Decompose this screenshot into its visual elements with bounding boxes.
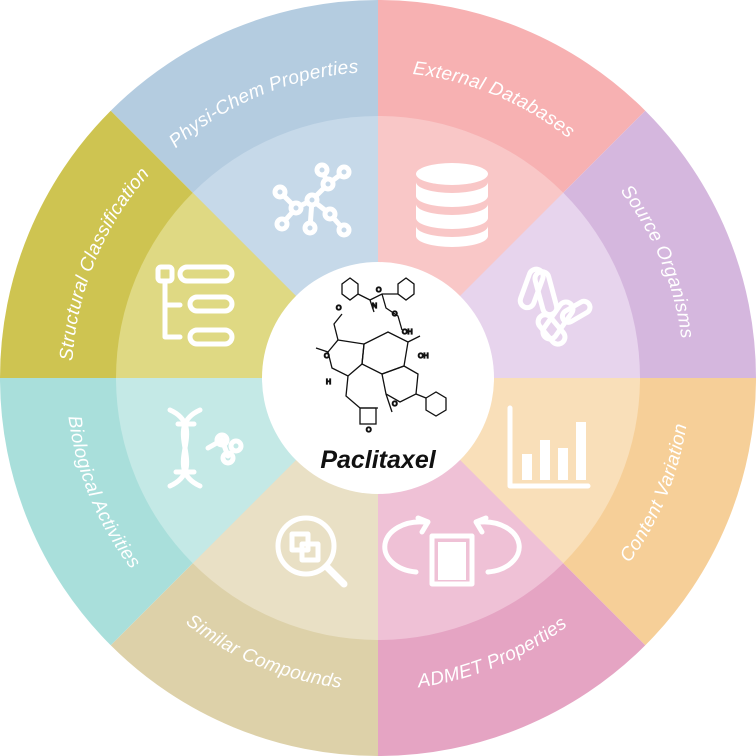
tree-classification-icon [155,264,235,347]
center-title: Paclitaxel [320,446,436,474]
svg-text:N: N [372,303,377,310]
dna-icon [167,407,244,489]
bar-chart-icon [507,405,591,489]
bacteria-icon [517,266,593,347]
svg-text:H: H [326,379,331,386]
center-circle [262,262,494,494]
svg-text:O: O [324,353,330,360]
svg-text:OH: OH [402,329,413,336]
cup-cycle-icon [382,515,522,587]
svg-text:OH: OH [418,353,429,360]
svg-text:O: O [392,311,398,318]
svg-text:O: O [392,401,398,408]
svg-text:O: O [366,427,372,434]
magnifier-icon [275,515,348,588]
network-graph-icon [272,162,352,238]
paclitaxel-structure-image: O O OH N O OH O H O O [315,277,447,435]
database-icon [416,163,488,247]
svg-text:O: O [376,287,382,294]
svg-text:O: O [336,305,342,312]
